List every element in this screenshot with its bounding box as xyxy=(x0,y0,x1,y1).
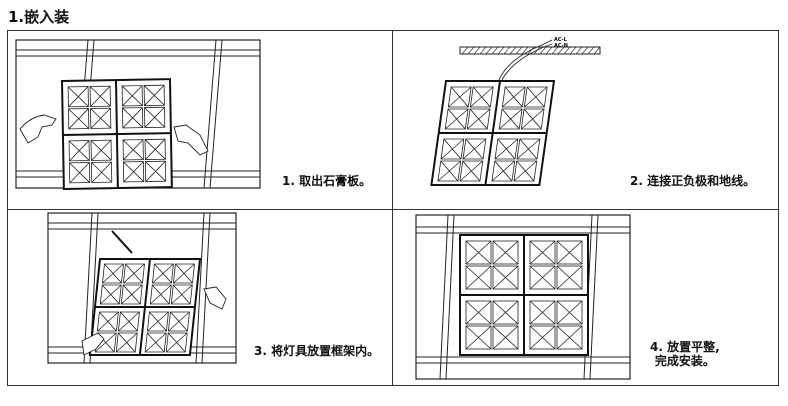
hand-right xyxy=(203,286,227,310)
step-1-panel: 1. 取出石膏板。 xyxy=(8,31,391,208)
grid-divider-vertical xyxy=(392,31,393,385)
step-1-illustration xyxy=(15,39,261,191)
led-panel xyxy=(430,80,556,186)
section-heading: 1.嵌入装 xyxy=(8,8,70,26)
step-4-illustration xyxy=(415,214,631,380)
step-3-illustration xyxy=(47,212,237,364)
step-4-panel: 4. 放置平整, 完成安装。 xyxy=(392,209,778,385)
step-3-caption: 3. 将灯具放置框架内。 xyxy=(254,344,380,358)
step-1-caption: 1. 取出石膏板。 xyxy=(282,174,372,188)
step-4-caption: 4. 放置平整, 完成安装。 xyxy=(650,340,720,368)
step-2-caption: 2. 连接正负极和地线。 xyxy=(630,174,756,188)
led-panel xyxy=(88,258,202,356)
step-2-illustration: AC-L AC-N xyxy=(430,37,601,186)
led-panel xyxy=(60,78,173,191)
step-3-panel: 3. 将灯具放置框架内。 xyxy=(8,209,391,385)
step-4-caption-line1: 4. 放置平整, xyxy=(650,340,720,354)
grid-divider-horizontal xyxy=(8,209,778,210)
hand-left xyxy=(81,332,105,356)
step-2-panel: AC-L AC-N 2. 连接正负极和地线。 xyxy=(392,31,778,208)
hand-right xyxy=(173,124,209,156)
led-panel xyxy=(459,234,589,356)
hand-left xyxy=(19,114,57,144)
instruction-grid xyxy=(7,30,779,386)
wire-label-n: AC-N xyxy=(554,43,568,49)
step-4-caption-line2: 完成安装。 xyxy=(654,354,715,368)
wire-label-l: AC-L xyxy=(554,37,568,43)
